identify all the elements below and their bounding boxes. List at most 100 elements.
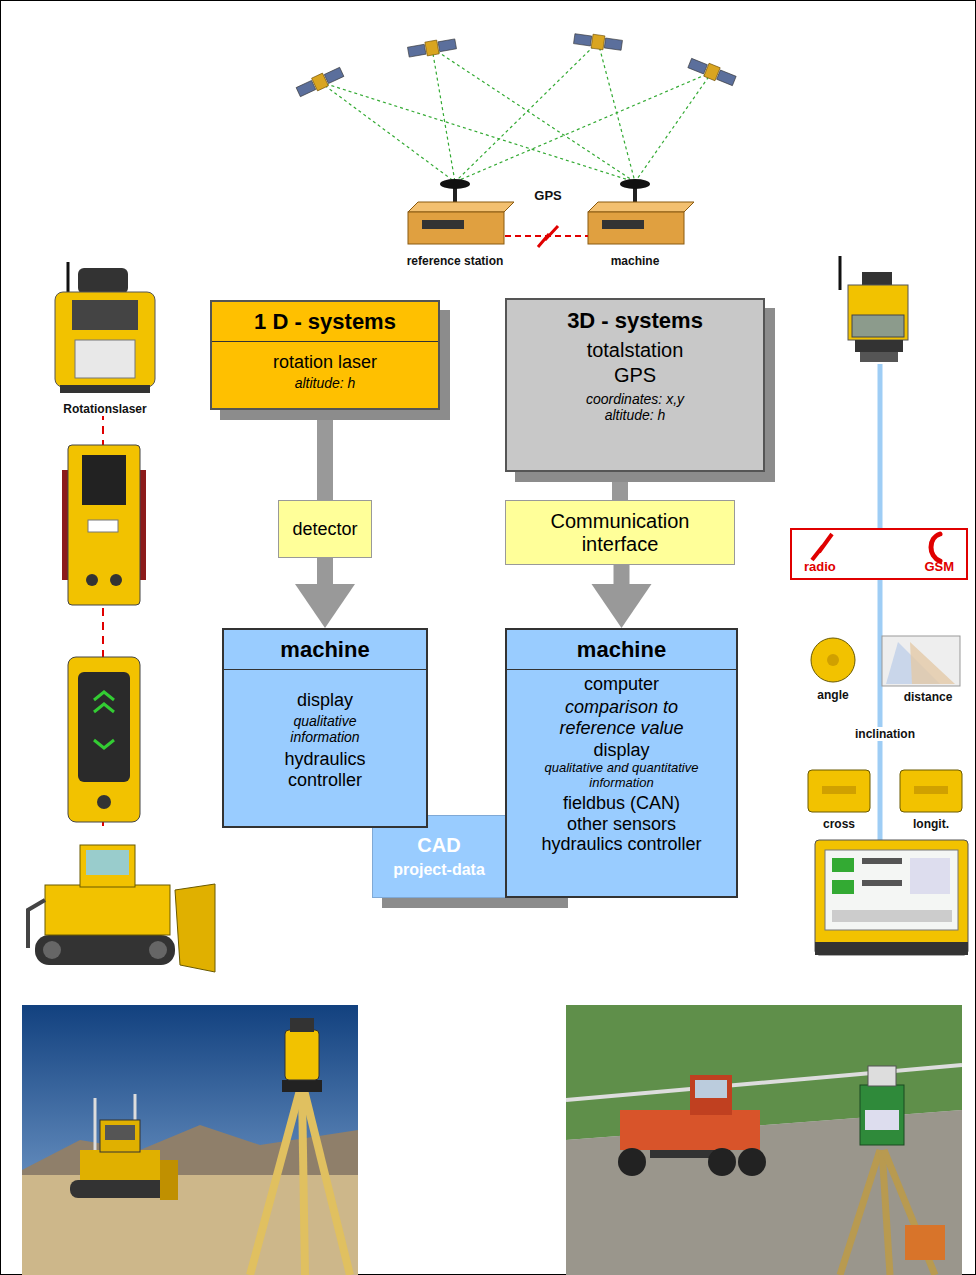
photo-dozer-laser xyxy=(105,1125,135,1140)
detector-picture xyxy=(110,574,122,586)
detector-picture xyxy=(94,740,114,748)
satellite-links xyxy=(432,48,455,182)
display-picture xyxy=(815,840,968,955)
system-box: 1 D - systemsrotation laseraltitude: h xyxy=(210,300,440,410)
gps-receiver xyxy=(408,202,514,212)
inclination-sensor xyxy=(808,770,870,812)
detector-picture xyxy=(62,445,146,605)
detector-picture xyxy=(94,704,114,712)
photo-grader-totalstation xyxy=(566,1005,962,1275)
box-heading: machine xyxy=(507,630,736,670)
rotation-laser-picture xyxy=(75,340,135,378)
photo-dozer-laser xyxy=(290,1018,314,1032)
rotation-laser-picture xyxy=(60,385,150,393)
distance-sensor xyxy=(910,642,955,684)
box-text: display xyxy=(593,740,649,761)
picture-label: GPS xyxy=(532,188,563,204)
display-picture xyxy=(815,840,968,955)
satellites xyxy=(407,37,457,59)
photo-grader-totalstation xyxy=(860,1085,904,1145)
machine-box: machinedisplayqualitative informationhyd… xyxy=(222,628,428,828)
detector-picture xyxy=(94,692,114,700)
detector-picture xyxy=(86,574,98,586)
satellite-links xyxy=(455,42,598,182)
photo-grader-totalstation xyxy=(620,1110,760,1150)
data-link-arrow xyxy=(867,364,893,866)
satellites xyxy=(687,57,737,88)
satellites xyxy=(295,66,344,99)
display-picture xyxy=(832,858,854,872)
gps-receiver xyxy=(440,179,470,189)
total-station-picture xyxy=(848,285,908,340)
machine-box: machine computercomparison to reference v… xyxy=(505,628,738,898)
dozer-picture xyxy=(86,850,129,875)
dozer-picture xyxy=(43,941,61,959)
detector-picture xyxy=(68,657,140,822)
picture-label: distance xyxy=(902,690,955,704)
flow-arrow xyxy=(592,565,652,628)
photo-dozer-laser xyxy=(100,1120,140,1152)
dozer-picture xyxy=(149,941,167,959)
dozer-picture xyxy=(35,935,175,965)
dozer-picture xyxy=(175,884,215,972)
photo-grader-totalstation xyxy=(708,1148,736,1176)
inclination-sensor xyxy=(808,770,870,812)
total-station-picture xyxy=(860,352,898,362)
flow-arrow xyxy=(620,472,621,500)
box-text: comparison to reference value xyxy=(537,697,707,738)
photo-grader-totalstation xyxy=(695,1080,727,1098)
box-text: radio xyxy=(804,560,836,575)
dozer-picture xyxy=(45,885,170,935)
inclination-sensor xyxy=(900,770,962,812)
gps-receiver xyxy=(620,179,650,189)
photo-dozer-laser xyxy=(160,1160,178,1200)
radio-icon xyxy=(812,534,832,560)
gps-receiver xyxy=(588,212,684,244)
dozer-picture xyxy=(28,845,215,972)
total-station-picture xyxy=(852,315,904,337)
satellite-links xyxy=(320,82,635,182)
box-text: display xyxy=(297,690,353,711)
photo-dozer-laser xyxy=(22,1005,358,1275)
photo-grader-totalstation xyxy=(840,1150,880,1275)
radio-link xyxy=(505,226,588,247)
box-text: rotation laser xyxy=(273,352,377,373)
inclination-sensor xyxy=(914,786,948,794)
picture-label: cross xyxy=(821,817,857,831)
picture-label: reference station xyxy=(405,254,506,268)
detector-picture xyxy=(68,445,140,605)
display-picture xyxy=(910,858,950,894)
box-heading: 3D - systems xyxy=(567,308,703,333)
box-heading: Communication interface xyxy=(520,510,720,556)
display-picture xyxy=(832,910,952,922)
gps-receiver xyxy=(588,179,694,244)
box-text: computer xyxy=(584,674,659,695)
photo-dozer-laser xyxy=(282,1080,322,1092)
link-box: radioGSM xyxy=(790,528,968,580)
box-text: altitude: h xyxy=(605,407,666,423)
total-station-picture xyxy=(855,340,903,352)
rotation-laser-picture xyxy=(55,262,155,393)
photo-dozer-laser xyxy=(70,1180,170,1198)
satellite-links xyxy=(598,42,635,182)
box-heading: CAD xyxy=(417,834,460,857)
gps-receiver xyxy=(602,220,644,229)
photo-grader-totalstation xyxy=(868,1066,896,1086)
flow-arrow xyxy=(325,410,326,500)
dozer-picture xyxy=(28,900,45,948)
radio-link xyxy=(538,226,558,247)
display-picture xyxy=(815,942,968,955)
photo-grader-totalstation xyxy=(865,1110,899,1130)
detector-picture xyxy=(88,520,118,532)
detector-picture xyxy=(82,455,126,505)
photo-dozer-laser xyxy=(22,1125,358,1180)
distance-sensor xyxy=(882,636,960,686)
satellite-links xyxy=(320,82,455,182)
photo-grader-totalstation xyxy=(905,1225,945,1260)
interface-box: Communication interface xyxy=(505,500,735,565)
box-text: fieldbus (CAN) xyxy=(563,793,680,814)
link-box-ground xyxy=(790,528,968,580)
